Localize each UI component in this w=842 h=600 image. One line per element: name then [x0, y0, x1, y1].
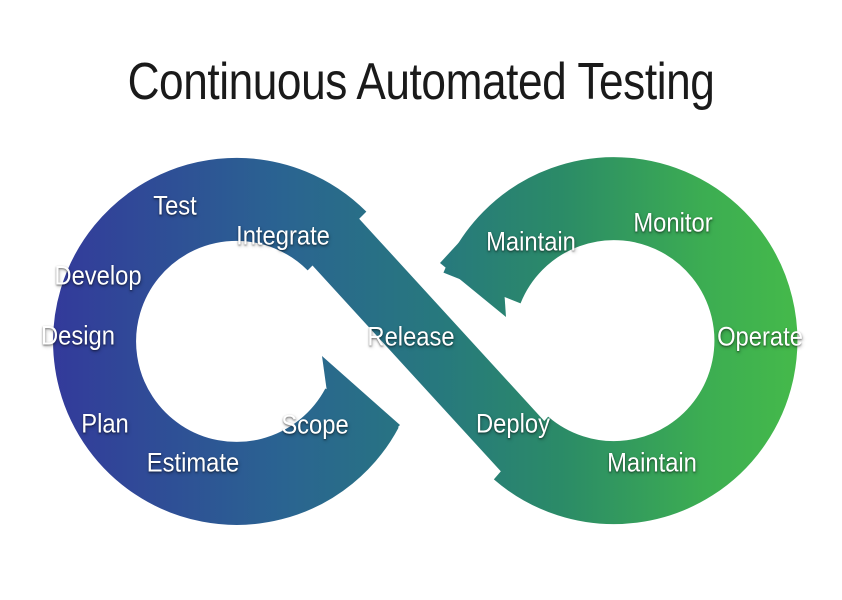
- crossover-band: [297, 204, 562, 485]
- label-integrate: Integrate: [236, 220, 330, 251]
- label-deploy: Deploy: [476, 408, 550, 439]
- label-design: Design: [41, 320, 115, 351]
- right-loop-ribbon: [443, 157, 798, 525]
- label-operate: Operate: [717, 321, 803, 352]
- label-test: Test: [153, 190, 197, 221]
- label-scope: Scope: [281, 409, 349, 440]
- label-maintain-top: Maintain: [486, 226, 576, 257]
- left-loop-arrowhead: [322, 356, 400, 486]
- label-release: Release: [367, 321, 455, 352]
- label-maintain-bottom: Maintain: [607, 447, 697, 478]
- label-estimate: Estimate: [146, 447, 240, 478]
- label-develop: Develop: [54, 260, 142, 291]
- label-plan: Plan: [81, 408, 129, 439]
- left-loop-ribbon: [53, 157, 399, 525]
- right-loop-arrowhead: [440, 200, 506, 317]
- label-monitor: Monitor: [633, 207, 713, 238]
- diagram-title: Continuous Automated Testing: [127, 53, 715, 111]
